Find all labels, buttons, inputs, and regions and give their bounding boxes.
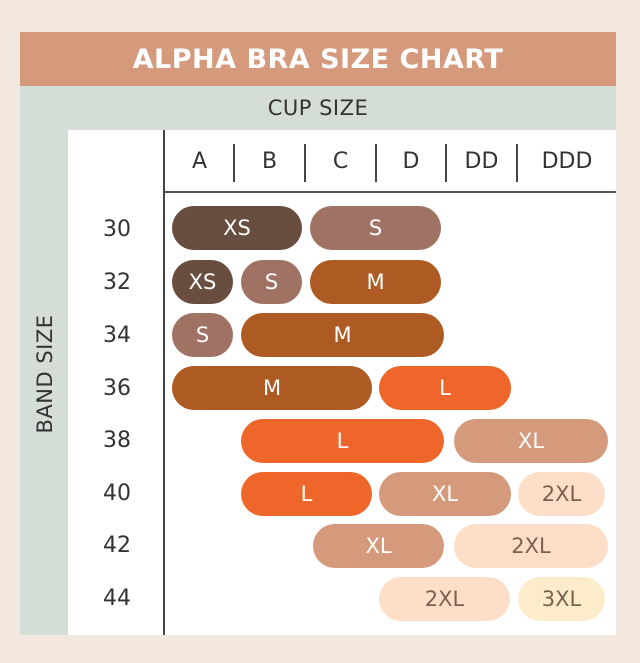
column-divider bbox=[375, 144, 377, 182]
column-divider bbox=[233, 144, 235, 182]
band-label-44: 44 bbox=[103, 586, 131, 611]
cup-header-a: A bbox=[191, 148, 208, 174]
cup-header-c: C bbox=[332, 148, 349, 174]
size-pill-xs: XS bbox=[172, 260, 233, 304]
column-divider bbox=[516, 144, 518, 182]
band-label-36: 36 bbox=[103, 376, 131, 401]
size-pill-s: S bbox=[241, 260, 302, 304]
cup-header-b: B bbox=[261, 148, 278, 174]
size-pill-xl: XL bbox=[454, 419, 608, 463]
band-size-axis-label: BAND SIZE bbox=[33, 314, 57, 434]
column-divider bbox=[304, 144, 306, 182]
column-divider bbox=[445, 144, 447, 182]
size-pill-xl: XL bbox=[313, 524, 444, 568]
size-pill-s: S bbox=[172, 313, 233, 357]
size-pill-l: L bbox=[379, 366, 511, 410]
size-pill-xl: XL bbox=[379, 472, 511, 516]
cup-header-ddd: DDD bbox=[541, 148, 593, 174]
size-pill-m: M bbox=[241, 313, 444, 357]
size-pill-2xl: 2XL bbox=[454, 524, 608, 568]
size-pill-l: L bbox=[241, 419, 444, 463]
size-pill-xs: XS bbox=[172, 206, 302, 250]
size-pill-m: M bbox=[172, 366, 372, 410]
horizontal-axis-line bbox=[165, 191, 616, 193]
band-label-32: 32 bbox=[103, 270, 131, 295]
band-label-42: 42 bbox=[103, 533, 131, 558]
size-pill-2xl: 2XL bbox=[518, 472, 605, 516]
size-pill-2xl: 2XL bbox=[379, 577, 510, 621]
size-pill-3xl: 3XL bbox=[518, 577, 605, 621]
band-label-30: 30 bbox=[103, 217, 131, 242]
size-pill-l: L bbox=[241, 472, 372, 516]
size-pill-s: S bbox=[310, 206, 441, 250]
chart-title: ALPHA BRA SIZE CHART bbox=[20, 32, 616, 86]
band-label-34: 34 bbox=[103, 323, 131, 348]
band-label-38: 38 bbox=[103, 428, 131, 453]
vertical-axis-line bbox=[163, 130, 165, 635]
band-label-40: 40 bbox=[103, 481, 131, 506]
cup-header-dd: DD bbox=[464, 148, 499, 174]
cup-header-d: D bbox=[402, 148, 420, 174]
cup-size-axis-label: CUP SIZE bbox=[267, 96, 369, 120]
size-pill-m: M bbox=[310, 260, 441, 304]
